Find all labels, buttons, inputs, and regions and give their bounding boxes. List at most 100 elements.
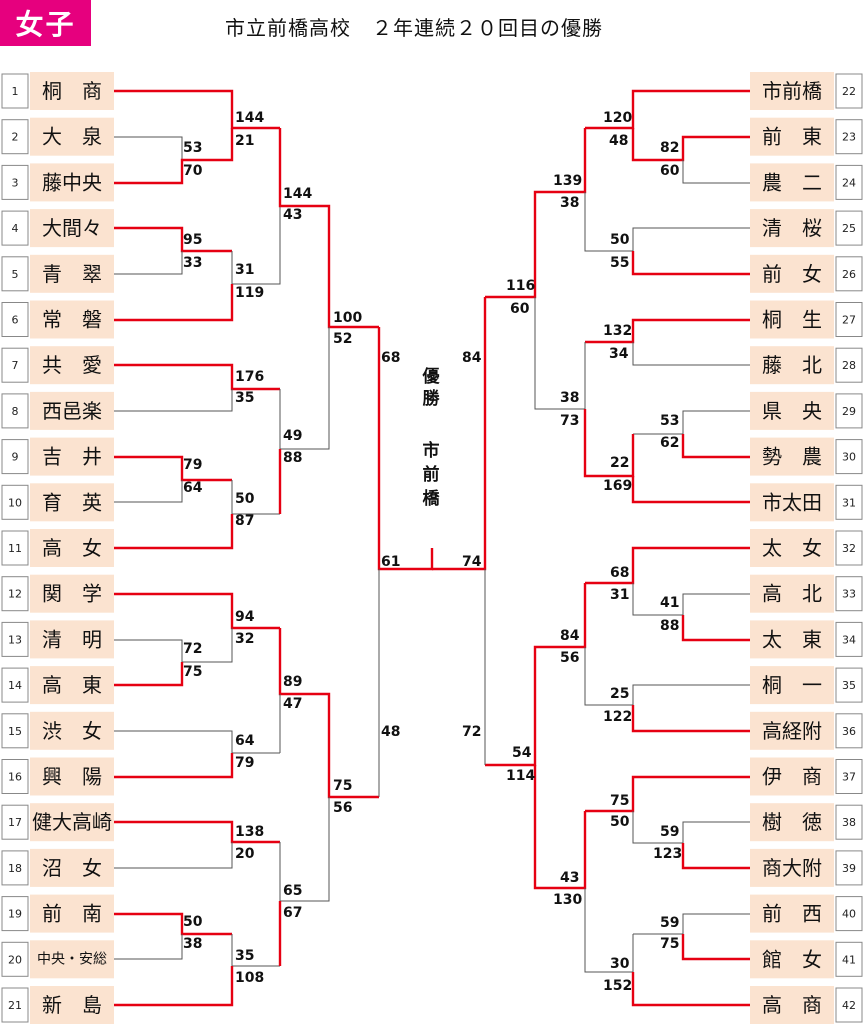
match-score: 60 bbox=[510, 301, 530, 317]
team-name: 高 女 bbox=[42, 536, 102, 560]
team-name-box bbox=[750, 72, 834, 110]
match-score: 68 bbox=[610, 565, 629, 581]
match-score: 89 bbox=[283, 674, 302, 690]
team-name: 前 西 bbox=[762, 902, 822, 926]
bracket-line bbox=[633, 410, 750, 435]
team-number-box bbox=[835, 164, 863, 200]
bracket-line bbox=[631, 251, 750, 276]
team-number-box bbox=[1, 73, 29, 109]
match-score: 84 bbox=[462, 350, 482, 366]
team-name-box bbox=[30, 391, 114, 430]
team-name: 太 東 bbox=[762, 627, 822, 651]
team-name-box bbox=[750, 391, 834, 430]
match-score: 48 bbox=[381, 724, 400, 740]
team-name-box bbox=[30, 666, 114, 705]
match-score: 55 bbox=[610, 255, 629, 271]
bracket-line bbox=[631, 972, 750, 1007]
team-name: 高 東 bbox=[42, 673, 102, 697]
bracket-line bbox=[432, 297, 487, 571]
match-score: 48 bbox=[609, 133, 628, 149]
team-number: 6 bbox=[12, 314, 19, 327]
team-name: 高経附 bbox=[762, 719, 822, 743]
match-score: 70 bbox=[183, 163, 203, 179]
bracket-line bbox=[534, 297, 586, 410]
match-score: 84 bbox=[560, 628, 580, 644]
team-number-box bbox=[1, 941, 29, 977]
team-name: 前 東 bbox=[762, 125, 822, 149]
match-score: 34 bbox=[609, 346, 629, 362]
match-score: 21 bbox=[235, 133, 254, 149]
team-number: 13 bbox=[8, 633, 22, 646]
team-number-box bbox=[835, 530, 863, 566]
team-name: 商大附 bbox=[762, 856, 822, 880]
bracket-line bbox=[631, 476, 750, 504]
team-name: 桐 一 bbox=[762, 673, 822, 697]
bracket-line bbox=[632, 583, 750, 616]
team-number-box bbox=[835, 439, 863, 475]
team-number: 17 bbox=[8, 816, 22, 829]
team-name: 新 島 bbox=[42, 993, 102, 1017]
match-score: 114 bbox=[506, 768, 535, 784]
team-name: 館 女 bbox=[762, 947, 822, 971]
team-number-box bbox=[1, 484, 29, 520]
team-name: 市前橋 bbox=[762, 79, 822, 103]
team-number-box bbox=[835, 73, 863, 109]
team-name-box bbox=[750, 483, 834, 522]
bracket-line bbox=[681, 434, 750, 459]
bracket-line bbox=[114, 934, 183, 960]
match-score: 169 bbox=[603, 478, 632, 494]
match-score: 88 bbox=[283, 450, 302, 466]
team-name-box bbox=[30, 574, 114, 613]
team-number: 16 bbox=[8, 771, 22, 784]
match-score: 50 bbox=[183, 914, 203, 930]
team-number-box bbox=[1, 347, 29, 383]
match-score: 120 bbox=[603, 110, 632, 126]
team-name-box bbox=[750, 529, 834, 567]
bracket-line bbox=[114, 912, 232, 936]
team-number: 10 bbox=[8, 496, 22, 509]
match-score: 122 bbox=[603, 709, 632, 725]
team-number: 21 bbox=[8, 999, 22, 1012]
team-number-box bbox=[835, 987, 863, 1023]
champion-name-char: 橋 bbox=[423, 488, 441, 509]
team-name: 吉 井 bbox=[42, 445, 102, 469]
match-score: 94 bbox=[235, 609, 255, 625]
match-score: 22 bbox=[610, 455, 629, 471]
team-number-box bbox=[835, 896, 863, 932]
team-number-box bbox=[1, 302, 29, 337]
team-number-box bbox=[835, 713, 863, 749]
team-number-box bbox=[1, 210, 29, 246]
match-score: 56 bbox=[333, 800, 352, 816]
team-name-box bbox=[750, 163, 834, 202]
team-number: 1 bbox=[12, 85, 19, 98]
bracket-line bbox=[533, 765, 587, 890]
match-score: 56 bbox=[560, 650, 579, 666]
bracket-line bbox=[114, 820, 280, 844]
team-name-box bbox=[30, 711, 114, 750]
champion-name-char: 前 bbox=[423, 464, 440, 485]
team-number-box bbox=[835, 804, 863, 840]
match-score: 75 bbox=[660, 936, 679, 952]
match-score: 88 bbox=[660, 618, 679, 634]
bracket-line bbox=[681, 843, 750, 870]
team-number-box bbox=[835, 621, 863, 657]
bracket-line bbox=[681, 615, 750, 642]
team-number-box bbox=[1, 439, 29, 475]
team-number: 19 bbox=[8, 908, 22, 921]
match-score: 62 bbox=[660, 435, 679, 451]
team-name: 県 央 bbox=[762, 399, 822, 423]
team-number-box bbox=[835, 484, 863, 520]
team-number: 26 bbox=[842, 268, 856, 281]
bracket-line bbox=[584, 888, 634, 973]
match-score: 35 bbox=[235, 390, 254, 406]
match-score: 60 bbox=[660, 163, 680, 179]
team-name: 関 学 bbox=[42, 582, 102, 606]
team-name: 農 二 bbox=[762, 170, 822, 194]
team-number-box bbox=[835, 119, 863, 155]
match-score: 75 bbox=[610, 793, 629, 809]
team-number-box bbox=[1, 667, 29, 703]
match-score: 144 bbox=[283, 186, 312, 202]
bracket-line bbox=[114, 389, 233, 412]
match-score: 53 bbox=[660, 413, 679, 429]
page-title: 市立前橋高校 ２年連続２０回目の優勝 bbox=[225, 16, 603, 40]
